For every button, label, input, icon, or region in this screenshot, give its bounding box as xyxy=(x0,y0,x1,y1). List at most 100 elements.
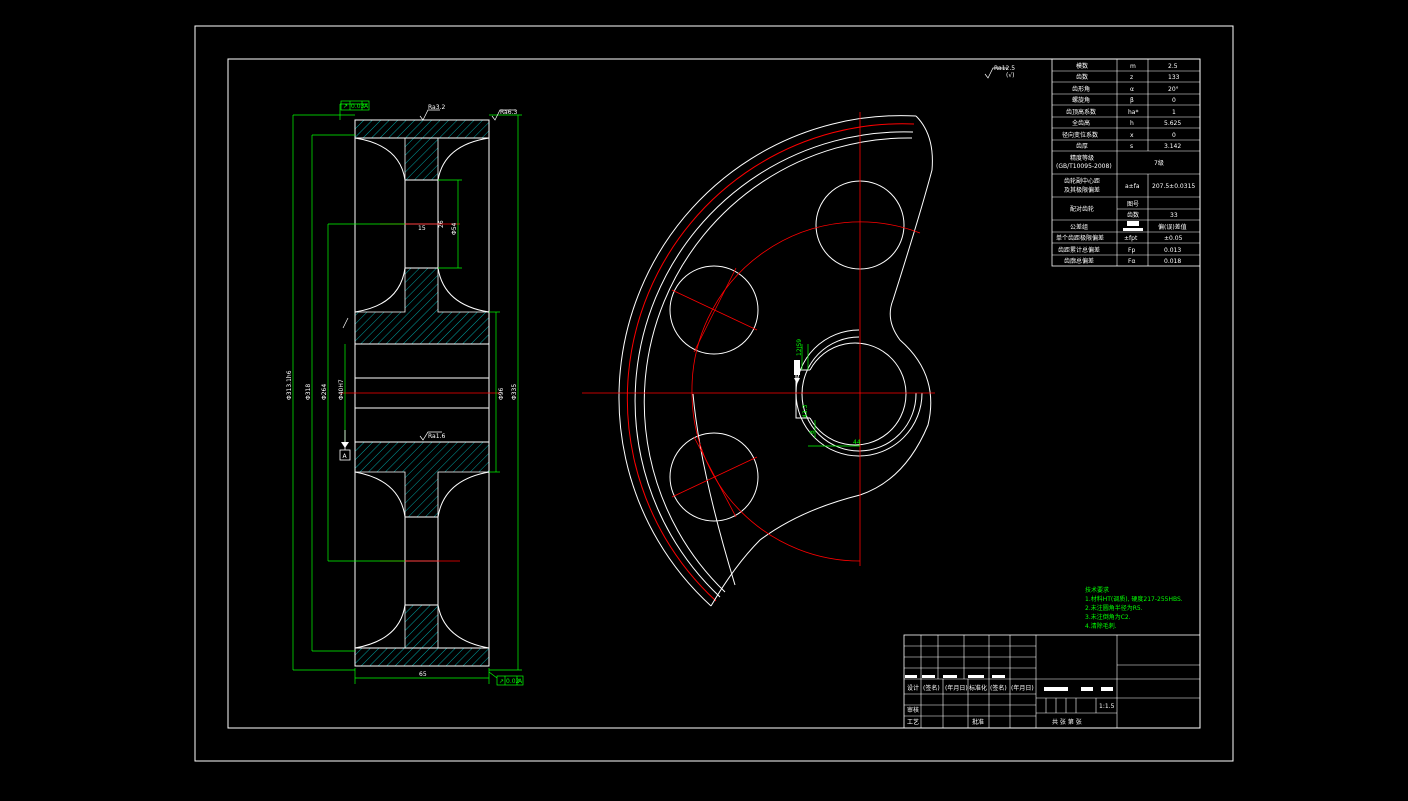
sheet-border xyxy=(194,25,1234,762)
tol-bottom-symbol: ↗ xyxy=(499,678,504,685)
roughness-marks xyxy=(342,67,1008,441)
tail-name: 齿廓总偏差 xyxy=(1064,257,1094,265)
param-val: 3.142 xyxy=(1164,143,1181,150)
dim-keyway-w: 12JS9 xyxy=(796,339,803,356)
keyway-arrow xyxy=(794,378,800,384)
param-val: 20° xyxy=(1168,86,1179,93)
technical-requirements: 技术要求 1.材料HT(调质), 硬度217-255HBS. 2.未注圆角半径为… xyxy=(1085,586,1183,630)
param-rows: 模数 m 2.5 齿数 z 133 齿形角 α 20° 螺旋角 β 0 齿顶高系… xyxy=(1062,62,1181,150)
dim-keyway-h: 8 xyxy=(809,430,816,434)
param-sym: z xyxy=(1130,74,1133,81)
tail-val: 0.013 xyxy=(1164,247,1181,254)
param-name: 螺旋角 xyxy=(1072,96,1090,104)
tb-date-2: (年月日) xyxy=(1011,684,1034,692)
param-sym: β xyxy=(1130,97,1134,104)
tol-top-symbol: ↗ xyxy=(343,103,348,110)
param-val: 2.5 xyxy=(1168,63,1178,70)
tb-process: 工艺 xyxy=(907,718,919,726)
tol-top-value: 0.03 xyxy=(351,103,365,110)
section-dimensions xyxy=(292,103,522,684)
param-sym: x xyxy=(1130,132,1134,139)
param-name: 模数 xyxy=(1076,62,1088,70)
tech-req-line: 1.材料HT(调质), 硬度217-255HBS. xyxy=(1085,595,1183,603)
drawing-frame xyxy=(227,58,1201,729)
param-name: 齿厚 xyxy=(1076,142,1088,150)
tb-sheet: 共 张 第 张 xyxy=(1052,718,1082,726)
param-sym: h xyxy=(1130,120,1134,127)
dim-rim-dia: Φ264 xyxy=(321,384,328,400)
tech-req-title: 技术要求 xyxy=(1085,586,1109,594)
tol-bottom-value: 0.02 xyxy=(506,678,520,685)
tail-val: ±0.05 xyxy=(1164,235,1183,242)
param-val: 133 xyxy=(1168,74,1180,81)
tol-bottom-datum: A xyxy=(518,678,523,685)
tb-date: (年月日) xyxy=(945,684,968,692)
tail-sym: Fα xyxy=(1128,258,1135,265)
param-name: 齿形角 xyxy=(1072,85,1090,93)
center-sym: a±fa xyxy=(1125,183,1140,190)
tech-req-line: 2.未注圆角半径为R5. xyxy=(1085,604,1143,612)
tolerance-frame-bottom: ↗ 0.02 A xyxy=(496,675,524,686)
tb-scale: 1:1.5 xyxy=(1099,703,1115,710)
param-val: 0 xyxy=(1172,132,1176,139)
param-name: 齿顶高系数 xyxy=(1066,108,1096,116)
mate-code-label: 图号 xyxy=(1127,201,1139,208)
dim-web-dia: Φ54 xyxy=(451,222,458,235)
param-val: 1 xyxy=(1172,109,1176,116)
param-val: 5.625 xyxy=(1164,120,1181,127)
title-block: 设计 (签名) (年月日) 标准化 (签名) (年月日) 审核 工艺 批准 1:… xyxy=(903,634,1201,729)
param-sym: m xyxy=(1130,63,1136,70)
inspect-label: 公差组 xyxy=(1070,223,1088,231)
mate-teeth-val: 33 xyxy=(1170,212,1178,219)
tail-sym: Fp xyxy=(1128,247,1135,254)
dim-root-dia: Φ318 xyxy=(305,384,312,400)
param-name: 齿数 xyxy=(1076,73,1088,81)
tb-sign: (签名) xyxy=(923,684,940,692)
tb-sign-2: (签名) xyxy=(990,684,1007,692)
roughness-global-paren: (√) xyxy=(1006,72,1015,79)
front-centerlines xyxy=(582,112,935,566)
tail-sym: ±fpt xyxy=(1124,235,1138,242)
section-view: ↗ 0.03 A ↗ 0.02 A A Ra3.2 Ra6.3 xyxy=(286,65,1015,686)
datum-a-label: A xyxy=(343,453,348,460)
center-val: 207.5±0.0315 xyxy=(1152,183,1195,190)
tb-standard: 标准化 xyxy=(969,684,987,692)
mate-name: 配对齿轮 xyxy=(1070,205,1094,213)
dim-web-t: 26 xyxy=(438,220,445,228)
gear-rim-lines xyxy=(618,115,933,607)
param-val: 0 xyxy=(1172,97,1176,104)
param-sym: s xyxy=(1130,143,1133,150)
gear-rim-red xyxy=(626,123,915,602)
roughness-top-left: Ra3.2 xyxy=(428,104,445,111)
front-view: 12JS9 43.3 8 44 xyxy=(582,112,935,607)
dim-keyway-d: 43.3 xyxy=(802,404,809,418)
param-name: 全齿高 xyxy=(1072,119,1090,127)
tb-approve: 批准 xyxy=(972,718,984,726)
param-sym: α xyxy=(1130,86,1134,93)
tech-req-line: 3.未注倒角为C2. xyxy=(1085,613,1131,621)
tol-top-datum: A xyxy=(364,103,369,110)
tail-name: 齿距累计总偏差 xyxy=(1058,246,1100,254)
dim-hub-dia: Φ96 xyxy=(498,387,505,400)
tolerance-frame-top: ↗ 0.03 A xyxy=(340,100,370,111)
roughness-top-right: Ra6.3 xyxy=(500,109,517,116)
keyway-dimensions xyxy=(801,344,860,447)
datum-a-symbol: A xyxy=(339,430,351,461)
param-name: 径向变位系数 xyxy=(1062,131,1098,139)
hub-bore xyxy=(795,329,923,457)
precision-val: 7级 xyxy=(1154,159,1164,167)
tail-val: 0.018 xyxy=(1164,258,1181,265)
roughness-hub: Ra1.6 xyxy=(428,433,445,440)
dim-bore-h: 44 xyxy=(853,439,861,446)
parameter-table: 模数 m 2.5 齿数 z 133 齿形角 α 20° 螺旋角 β 0 齿顶高系… xyxy=(1051,58,1201,267)
dim-right-dia: Φ335 xyxy=(511,384,518,400)
tb-review: 审核 xyxy=(907,706,919,714)
dim-bore-dia: Φ40H7 xyxy=(338,379,345,400)
dim-web-w: 15 xyxy=(418,225,426,232)
tb-design: 设计 xyxy=(907,684,919,692)
precision-std: (GB/T10095-2008) xyxy=(1056,163,1112,170)
tail-name: 单个齿距极限偏差 xyxy=(1056,234,1104,242)
section-hatch xyxy=(354,119,490,667)
keyway-tol-frame xyxy=(794,360,800,375)
